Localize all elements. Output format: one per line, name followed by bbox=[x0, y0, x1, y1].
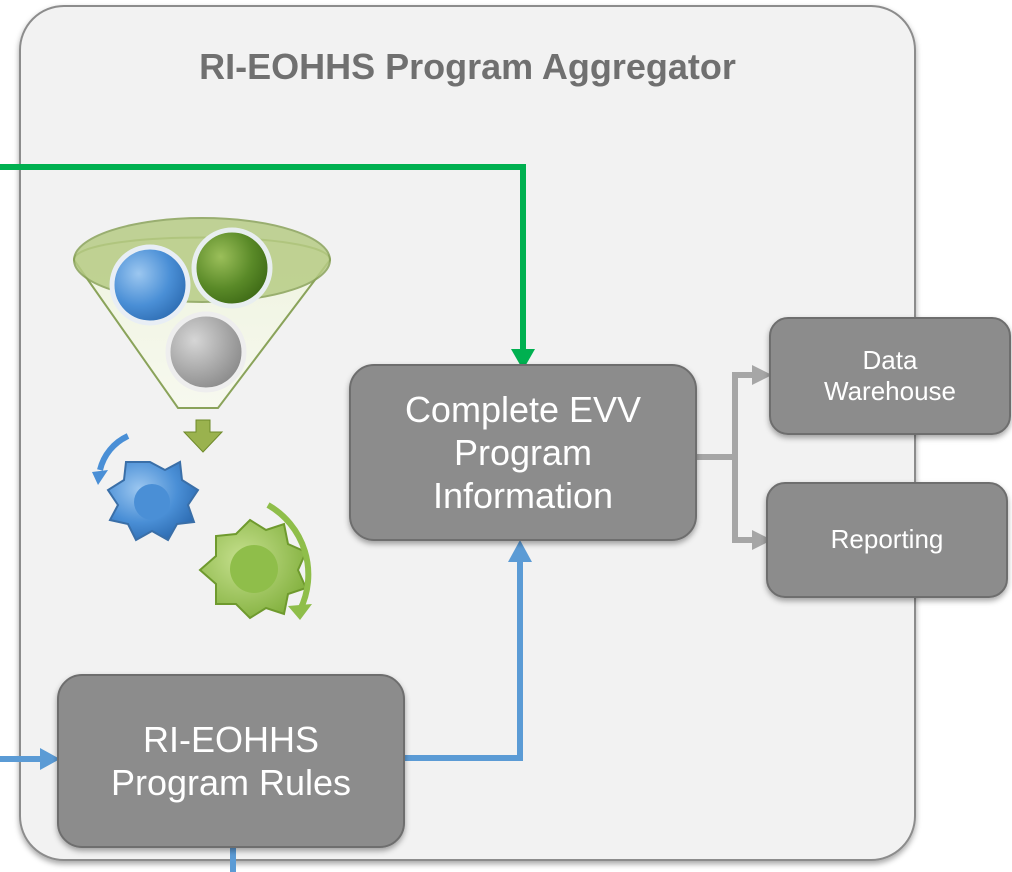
green-sphere-icon bbox=[191, 227, 273, 309]
program-rules-line2: Program Rules bbox=[110, 762, 352, 803]
reporting-box bbox=[766, 482, 1008, 598]
data-warehouse-line1: Data bbox=[862, 344, 918, 375]
blue-gear-icon bbox=[92, 433, 200, 542]
complete-evv-line3: Information bbox=[432, 475, 614, 517]
blue-arrow-in bbox=[0, 748, 60, 770]
complete-evv-label: Complete EVV Program Information bbox=[350, 365, 696, 540]
blue-arrow-up bbox=[405, 540, 532, 761]
complete-evv-box bbox=[349, 364, 697, 541]
reporting-label: Reporting bbox=[767, 483, 1007, 597]
green-arrow bbox=[0, 164, 535, 370]
blue-sphere-icon bbox=[109, 244, 191, 326]
reporting-line1: Reporting bbox=[830, 524, 944, 555]
data-warehouse-line2: Warehouse bbox=[824, 376, 956, 406]
data-warehouse-label: Data Warehouse bbox=[770, 318, 1010, 434]
complete-evv-line2: Program bbox=[453, 431, 593, 473]
funnel-icon bbox=[72, 217, 332, 453]
program-rules-label: RI-EOHHS Program Rules bbox=[58, 675, 404, 847]
gray-branch-arrows bbox=[697, 365, 772, 550]
program-rules-line1: RI-EOHHS bbox=[142, 718, 319, 760]
data-warehouse-box bbox=[769, 317, 1011, 435]
program-rules-box bbox=[57, 674, 405, 848]
gray-sphere-icon bbox=[165, 311, 247, 393]
complete-evv-line1: Complete EVV bbox=[404, 388, 642, 430]
gears-icon bbox=[92, 433, 312, 620]
green-gear-icon bbox=[198, 502, 312, 620]
page-title: RI-EOHHS Program Aggregator bbox=[199, 46, 736, 87]
